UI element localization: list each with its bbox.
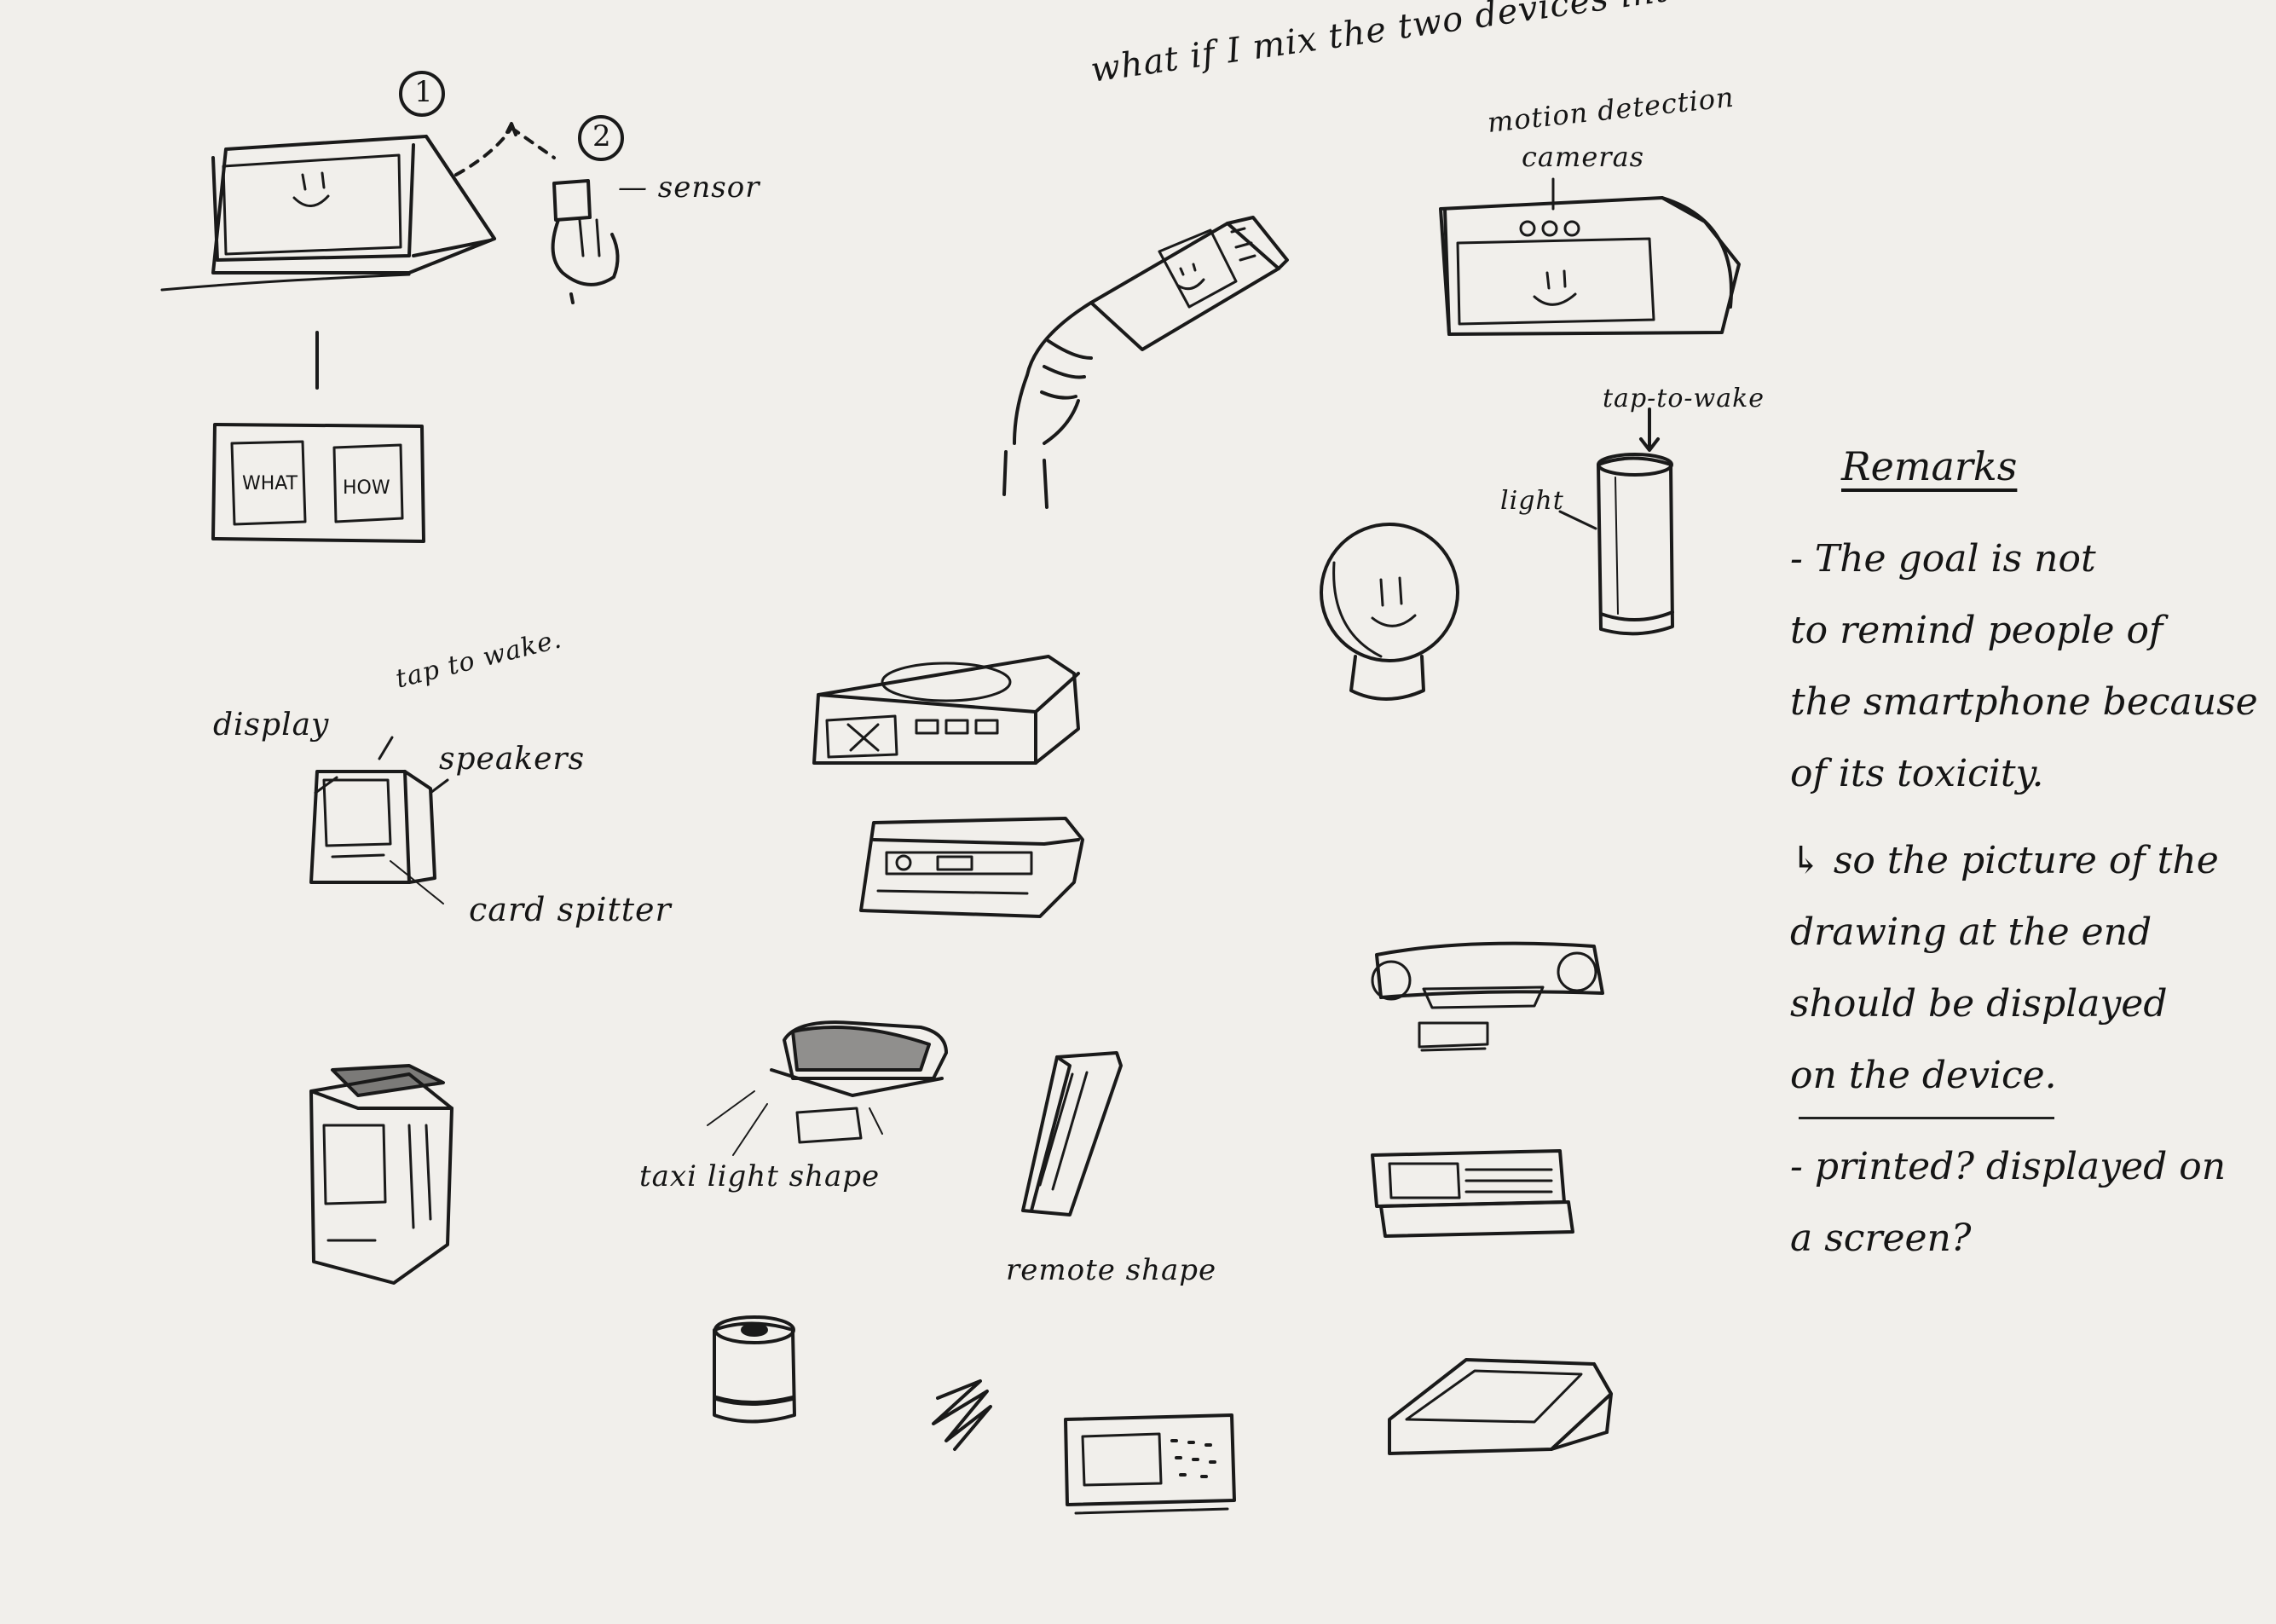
turntable-box-sketch: [812, 655, 1080, 765]
remote-shape-label: remote shape: [1006, 1253, 1217, 1287]
remark-point-2: ↳ so the picture of the drawing at the e…: [1790, 839, 2219, 1097]
step-1-label: 1: [414, 75, 434, 109]
cash-register-sketch: [859, 817, 1084, 918]
taxi-light-device: [707, 1020, 948, 1156]
scribble-mark: [932, 1379, 992, 1451]
angled-tablet-sketch: [1388, 1358, 1613, 1455]
remark-point-1: - The goal is not to remind people of th…: [1790, 537, 2258, 795]
printer-tray-sketch: [1371, 1149, 1574, 1238]
step-1-circle: [399, 71, 445, 117]
remarks-panel: Remarks - The goal is not to remind peop…: [1790, 443, 2267, 1274]
sensor-label: — sensor: [618, 170, 760, 205]
remarks-title: Remarks: [1841, 443, 2018, 489]
cylinder-light-sketch: [1597, 453, 1674, 636]
step-2-circle: [578, 115, 624, 161]
card-spitter-device: [309, 736, 449, 904]
remote-shape-device: [1021, 1051, 1123, 1217]
printer-roller-sketch: [1371, 941, 1604, 1052]
what-label: WHAT: [242, 473, 298, 494]
dashed-link: [454, 126, 513, 176]
light-label: light: [1500, 486, 1564, 516]
speakers-label: speakers: [439, 742, 586, 777]
how-label: HOW: [343, 477, 390, 499]
remarks-divider: [1799, 1117, 2054, 1119]
card-spitter-label: card spitter: [469, 891, 672, 928]
speaker-cylinder-sketch: [713, 1315, 796, 1424]
speaker-display-unit: [1064, 1413, 1236, 1515]
step-2-label: 2: [592, 119, 612, 153]
sketch-tablet-device: [160, 135, 496, 292]
face-lamp-sketch: [1320, 523, 1459, 701]
remark-point-3: - printed? displayed on a screen?: [1790, 1145, 2227, 1260]
camera-display-device: [1439, 196, 1741, 336]
handheld-scanner-sketch: [1002, 216, 1289, 509]
tap-to-wake-top-label: tap-to-wake: [1603, 384, 1765, 413]
sensor-sketch: [551, 179, 620, 304]
taxi-light-shape-label: taxi light shape: [639, 1159, 881, 1193]
kiosk-cabinet-sketch: [309, 1064, 453, 1285]
what-how-board: [211, 423, 425, 543]
cameras-label: cameras: [1522, 141, 1645, 173]
display-label: display: [213, 708, 330, 743]
